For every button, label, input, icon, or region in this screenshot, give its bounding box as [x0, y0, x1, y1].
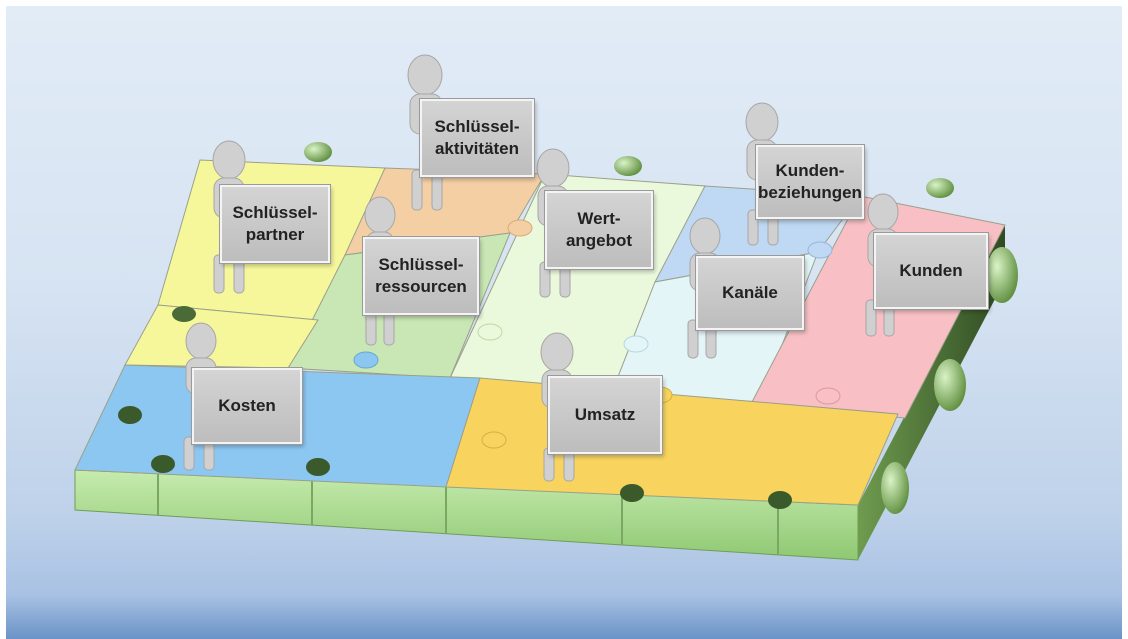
sign-schluesselaktivitaeten: Schlüssel- aktivitäten	[420, 99, 534, 177]
sign-schluesselpartner: Schlüssel- partner	[220, 185, 330, 263]
sign-kundenbeziehungen: Kunden- beziehungen	[756, 145, 864, 219]
sign-kosten: Kosten	[192, 368, 302, 444]
slide-border-left	[0, 0, 6, 639]
puzzle-knobs	[118, 142, 1018, 514]
sign-umsatz: Umsatz	[548, 376, 662, 454]
sign-kanaele: Kanäle	[696, 256, 804, 330]
slide-border-right	[1122, 0, 1128, 639]
sign-wertangebot: Wert- angebot	[545, 191, 653, 269]
piece-partner-lower	[124, 304, 319, 369]
sign-kunden: Kunden	[874, 233, 988, 309]
front-edge-seams	[157, 474, 779, 555]
sign-schluesselressourcen: Schlüssel- ressourcen	[363, 237, 479, 315]
slide-border-top	[0, 0, 1128, 6]
